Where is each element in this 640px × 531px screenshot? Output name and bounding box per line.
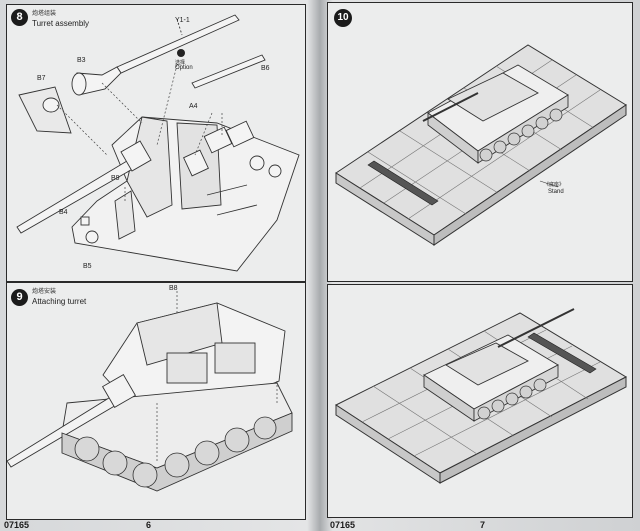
part-b6: B6 <box>261 65 270 72</box>
stand-display-drawing <box>335 44 627 246</box>
final-display-panel <box>327 284 633 518</box>
part-b3: B3 <box>77 57 86 64</box>
turret-assembly-drawing <box>16 14 300 272</box>
step-10-badge: 10 <box>334 9 352 27</box>
option-label-cn: 选择 <box>175 60 186 66</box>
stand-label-en: Stand <box>548 189 564 195</box>
step-9-badge: 9 <box>11 289 28 306</box>
step-9-title-cn: 炮塔安装 <box>32 289 57 295</box>
step-8-panel: 8 炮塔组装 Turret assembly <box>6 4 306 282</box>
option-label-en: Option <box>175 65 193 71</box>
final-display-drawing <box>334 308 628 484</box>
part-b7: B7 <box>37 75 46 82</box>
step-9-title: 炮塔安装 Attaching turret <box>32 287 86 307</box>
part-y1-1: Y1-1 <box>175 17 190 24</box>
part-b5: B5 <box>83 263 92 270</box>
step-9-title-en: Attaching turret <box>32 297 87 306</box>
step-8-title-en: Turret assembly <box>32 19 90 28</box>
part-b4: B4 <box>59 209 68 216</box>
left-page-number: 6 <box>146 520 152 530</box>
part-b8: B8 <box>169 285 178 292</box>
part-a4: A4 <box>189 103 198 110</box>
step-8-title-cn: 炮塔组装 <box>32 11 57 17</box>
right-footer-code: 07165 <box>330 520 356 530</box>
stand-label-cn: 《底座》 <box>544 182 565 188</box>
attach-turret-drawing <box>7 291 293 492</box>
right-page-number: 7 <box>480 520 486 530</box>
step-10-panel: 10 <box>327 2 633 282</box>
step-9-panel: 9 炮塔安装 Attaching turret <box>6 282 306 520</box>
step-8-title: 炮塔组装 Turret assembly <box>32 9 89 29</box>
left-footer-code: 07165 <box>4 520 30 530</box>
part-b9: B9 <box>111 175 120 182</box>
step-8-badge: 8 <box>11 9 28 26</box>
option-marker-icon <box>177 49 185 57</box>
